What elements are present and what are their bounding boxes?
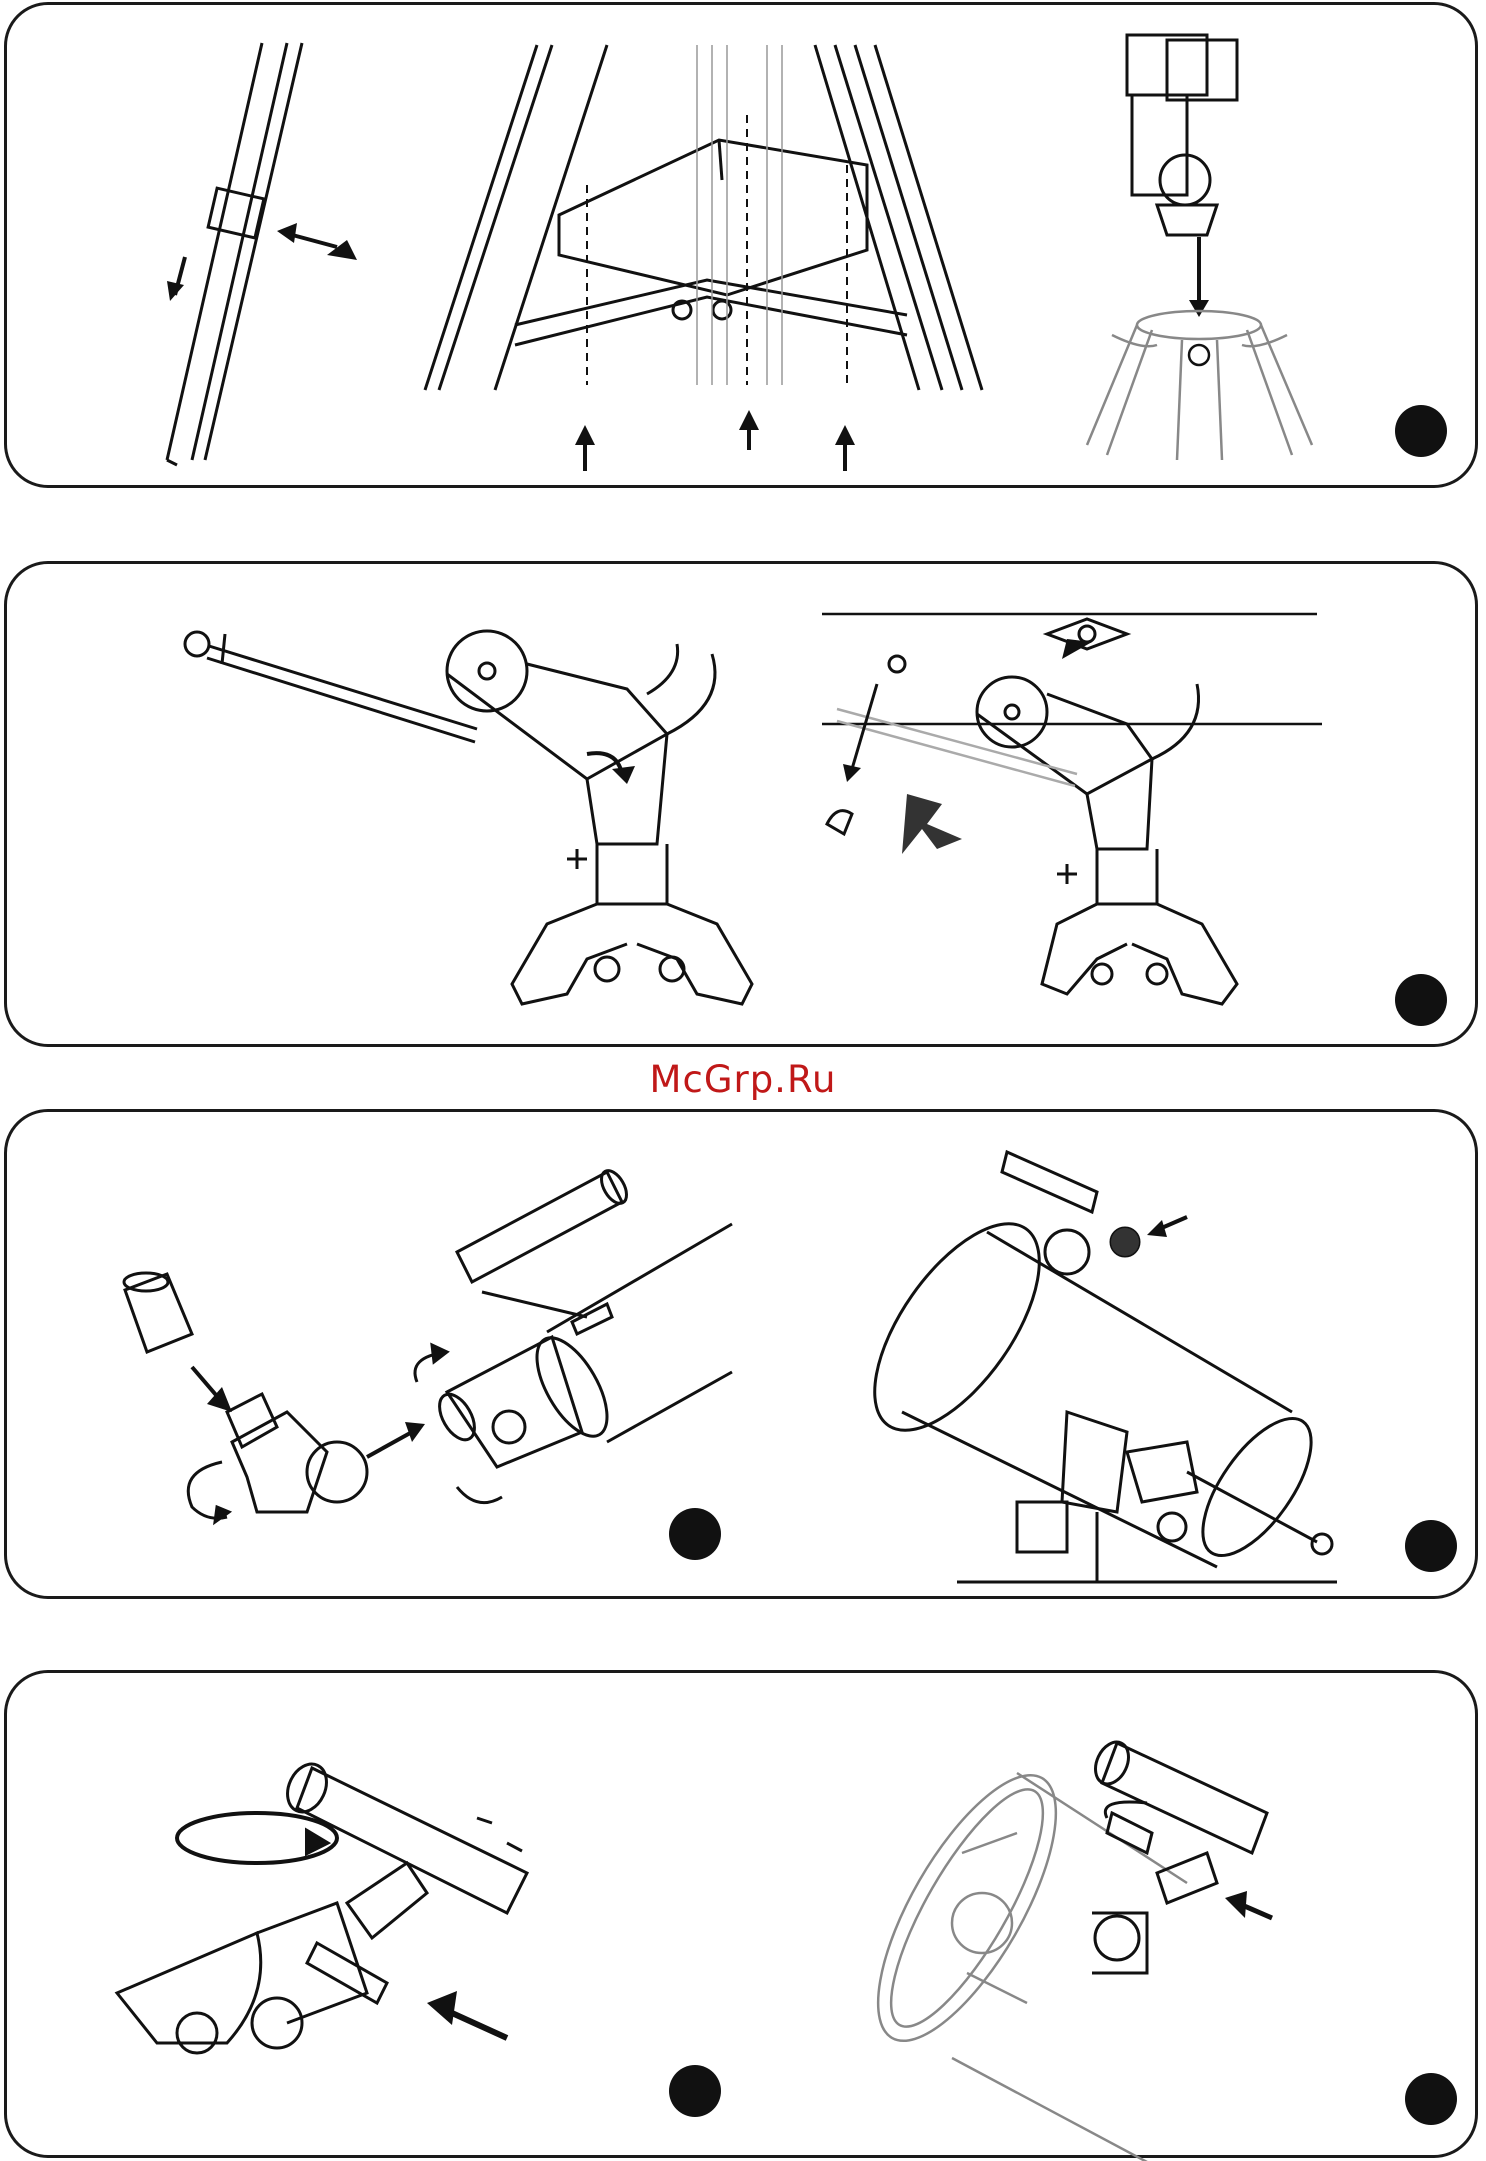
panel-1-illustration [7, 5, 1481, 491]
panel-step-4 [4, 1670, 1478, 2158]
rotate-icon [188, 1462, 229, 1522]
step-marker-icon [1405, 2073, 1457, 2125]
arrow-icon [1147, 1217, 1187, 1237]
arrow-icon [587, 753, 635, 784]
arrow-icon [167, 257, 185, 301]
step-marker-icon [1395, 405, 1447, 457]
arrow-icon [192, 1367, 232, 1412]
arrow-icon [367, 1422, 425, 1457]
panel-step-2 [4, 561, 1478, 1047]
panel-step-3 [4, 1109, 1478, 1599]
watermark-text: McGrp.Ru [0, 1058, 1486, 1101]
panel-2-illustration [7, 564, 1481, 1050]
panel-step-1 [4, 2, 1478, 488]
arrow-icon [1189, 237, 1209, 317]
step-marker-icon [1405, 1520, 1457, 1572]
arrow-icon [575, 410, 855, 471]
arrow-icon [1225, 1891, 1272, 1918]
step-marker-icon [669, 1508, 721, 1560]
rotate-icon [177, 1813, 337, 1863]
panel-3-illustration [7, 1112, 1481, 1602]
arrow-icon [427, 1991, 507, 2038]
arrow-icon [843, 684, 877, 782]
step-marker-icon [1395, 974, 1447, 1026]
step-marker-icon [669, 2065, 721, 2117]
arrow-icon [277, 223, 337, 247]
panel-4-illustration [7, 1673, 1481, 2161]
